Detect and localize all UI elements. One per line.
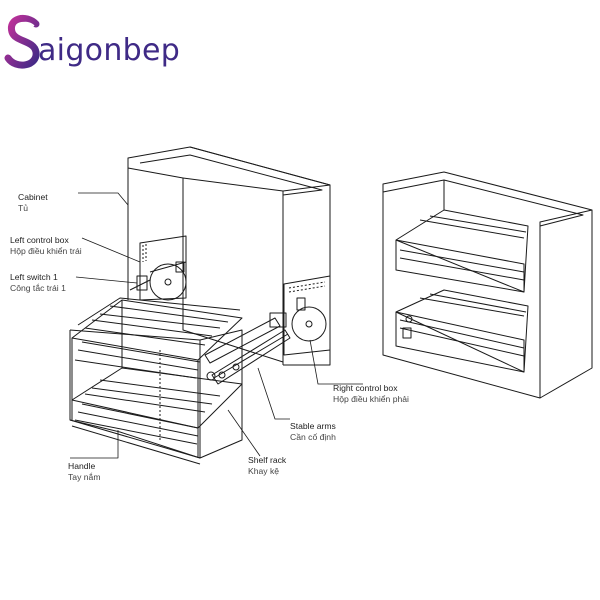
label-stable-arms-vi: Cần cố định (290, 432, 336, 442)
label-left-control-vi: Hộp điều khiển trái (10, 246, 82, 256)
label-handle-vi: Tay nắm (68, 472, 101, 482)
label-shelf-rack: Shelf rack Khay kệ (248, 455, 286, 477)
leader-lines (70, 192, 363, 459)
saigonbep-logo: aigonbep (4, 10, 204, 74)
label-handle-en: Handle (68, 461, 96, 471)
label-cabinet-vi: Tủ (18, 203, 29, 213)
shelf-rack (69, 297, 243, 465)
label-left-control-box: Left control box Hộp điều khiển trái (10, 235, 82, 257)
installed-cabinet (382, 171, 593, 399)
label-right-control-vi: Hộp điều khiển phải (333, 394, 409, 404)
label-handle: Handle Tay nắm (68, 461, 100, 483)
label-left-switch-en: Left switch 1 (10, 272, 58, 282)
cabinet-outline (127, 146, 331, 366)
label-shelf-rack-en: Shelf rack (248, 455, 287, 465)
label-cabinet-en: Cabinet (18, 192, 48, 202)
label-shelf-rack-vi: Khay kệ (248, 466, 280, 476)
left-control-box (139, 235, 187, 301)
label-left-control-en: Left control box (10, 235, 69, 245)
label-left-switch-vi: Công tắc trái 1 (10, 283, 66, 293)
label-stable-arms-en: Stable arms (290, 421, 336, 431)
right-control-box (283, 275, 331, 356)
label-right-control-box: Right control box Hộp điều khiển phải (333, 383, 409, 405)
label-cabinet: Cabinet Tủ (18, 192, 48, 214)
label-stable-arms: Stable arms Cần cố định (290, 421, 336, 443)
stable-arms (204, 312, 291, 385)
label-left-switch: Left switch 1 Công tắc trái 1 (10, 272, 66, 294)
logo-wordmark: aigonbep (38, 33, 181, 68)
logo-s-mark (4, 14, 40, 69)
label-right-control-en: Right control box (333, 383, 398, 393)
